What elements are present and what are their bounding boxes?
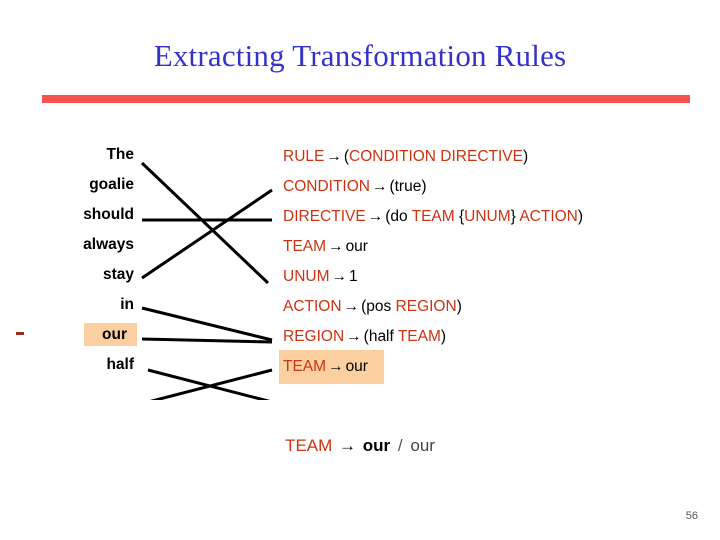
sentence-word[interactable]: half [106, 356, 134, 373]
connector-stay-action [141, 306, 273, 342]
summary-nonterminal: TEAM [285, 436, 333, 455]
sentence-word[interactable]: should [83, 206, 134, 223]
sentence-word[interactable]: always [83, 236, 134, 253]
rewrite-arrow-icon: → [367, 208, 384, 225]
nonterminal-symbol: TEAM [411, 208, 455, 225]
sentence-word-row: our [0, 320, 137, 350]
sentence-word[interactable]: stay [102, 266, 134, 283]
terminal-symbol: } [510, 208, 520, 225]
terminal-symbol: (true) [389, 178, 427, 195]
rewrite-arrow-icon: → [343, 298, 360, 315]
nonterminal-symbol: CONDITION DIRECTIVE [349, 148, 523, 165]
sentence-word-row: The [0, 140, 137, 170]
terminal-symbol: ) [522, 148, 529, 165]
terminal-symbol: our [345, 238, 368, 255]
sentence-word-row: half [0, 350, 137, 380]
grammar-rule-row[interactable]: TEAM→our [279, 350, 709, 384]
summary-arrow-icon: → [339, 436, 357, 455]
nonterminal-symbol: UNUM [464, 208, 511, 225]
derived-rule-summary: TEAM → our / our [0, 436, 720, 456]
grammar-rule-text: UNUM→1 [279, 260, 362, 294]
terminal-symbol: ) [577, 208, 584, 225]
connector-half-region [149, 368, 273, 400]
grammar-rule-text: DIRECTIVE→(do TEAM {UNUM} ACTION) [279, 200, 587, 234]
terminal-symbol: 1 [349, 268, 358, 285]
connector-our-team [147, 368, 271, 400]
grammar-rules-column: RULE→(CONDITION DIRECTIVE)CONDITION→(tru… [279, 140, 709, 384]
grammar-rule-text: TEAM→our [279, 230, 372, 264]
grammar-rule-row[interactable]: REGION→(half TEAM) [279, 320, 709, 350]
nonterminal-symbol: TEAM [283, 358, 327, 375]
nonterminal-symbol: ACTION [283, 298, 342, 315]
grammar-rule-row[interactable]: CONDITION→(true) [279, 170, 709, 200]
rewrite-arrow-icon: → [331, 268, 348, 285]
nonterminal-symbol: ACTION [519, 208, 578, 225]
sentence-word-row: always [0, 230, 137, 260]
summary-surface-term: our [410, 436, 435, 455]
grammar-rule-text: ACTION→(pos REGION) [279, 290, 466, 324]
rewrite-arrow-icon: → [326, 148, 342, 165]
sentence-word[interactable]: our [84, 323, 137, 346]
connector-always-condition [141, 188, 273, 280]
sentence-word-row: in [0, 290, 137, 320]
summary-separator: / [397, 436, 403, 455]
summary-derived-term: our [362, 436, 391, 455]
sentence-word-row: should [0, 200, 137, 230]
nonterminal-symbol: REGION [395, 298, 457, 315]
grammar-rule-row[interactable]: RULE→(CONDITION DIRECTIVE) [279, 140, 709, 170]
terminal-symbol: ) [456, 298, 462, 315]
page-title: Extracting Transformation Rules [153, 38, 567, 73]
grammar-rule-text: RULE→(CONDITION DIRECTIVE) [279, 140, 532, 174]
sentence-word[interactable]: The [106, 146, 134, 163]
terminal-symbol: (do [385, 208, 412, 225]
terminal-symbol: ( [343, 148, 350, 165]
nonterminal-symbol: REGION [283, 328, 345, 345]
terminal-symbol: (pos [361, 298, 396, 315]
sentence-word-row: stay [0, 260, 137, 290]
nonterminal-symbol: TEAM [283, 238, 327, 255]
nonterminal-symbol: TEAM [397, 328, 441, 345]
nonterminal-symbol: RULE [283, 148, 325, 165]
grammar-rule-row[interactable]: DIRECTIVE→(do TEAM {UNUM} ACTION) [279, 200, 709, 230]
word-marker-icon [16, 332, 24, 335]
rewrite-arrow-icon: → [346, 328, 362, 345]
grammar-rule-row[interactable]: ACTION→(pos REGION) [279, 290, 709, 320]
terminal-symbol: (half [363, 328, 398, 345]
grammar-rule-row[interactable]: UNUM→1 [279, 260, 709, 290]
grammar-rule-row[interactable]: TEAM→our [279, 230, 709, 260]
sentence-word[interactable]: goalie [89, 176, 134, 193]
grammar-rule-text: REGION→(half TEAM) [279, 320, 450, 354]
terminal-symbol: ) [440, 328, 447, 345]
sentence-word-row: goalie [0, 170, 137, 200]
source-sentence-column: The goalie should always stay in our half [0, 140, 137, 380]
rewrite-arrow-icon: → [328, 358, 344, 375]
grammar-rule-text: CONDITION→(true) [279, 170, 431, 204]
nonterminal-symbol: UNUM [283, 268, 330, 285]
page-number: 56 [685, 510, 698, 522]
nonterminal-symbol: CONDITION [283, 178, 370, 195]
terminal-symbol: our [345, 358, 368, 375]
grammar-rule-text: TEAM→our [279, 350, 384, 384]
nonterminal-symbol: DIRECTIVE [283, 208, 366, 225]
terminal-symbol: { [454, 208, 465, 225]
sentence-word[interactable]: in [120, 296, 134, 313]
title-underline-bar [42, 95, 690, 103]
connector-goalie-unum [140, 161, 270, 285]
rewrite-arrow-icon: → [371, 178, 388, 195]
connector-in-action [141, 337, 273, 344]
rewrite-arrow-icon: → [328, 238, 344, 255]
